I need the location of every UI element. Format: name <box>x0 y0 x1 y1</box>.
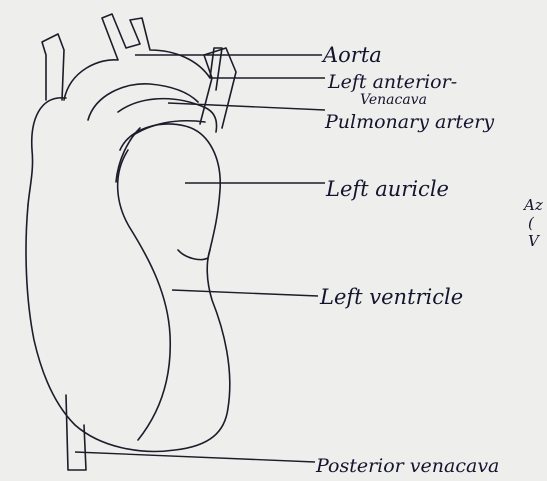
label-left-ventricle: Left ventricle <box>319 285 463 309</box>
label-posterior-venacava: Posterior venacava <box>315 455 499 477</box>
label-aorta: Aorta <box>321 43 382 67</box>
label-left-anterior-line1: Left anterior- <box>327 71 457 93</box>
margin-fragment-1: Az <box>522 196 543 214</box>
label-left-auricle: Left auricle <box>325 177 449 201</box>
label-left-anterior-line2: Venacava <box>360 92 427 108</box>
label-pulmonary-artery: Pulmonary artery <box>324 111 494 133</box>
